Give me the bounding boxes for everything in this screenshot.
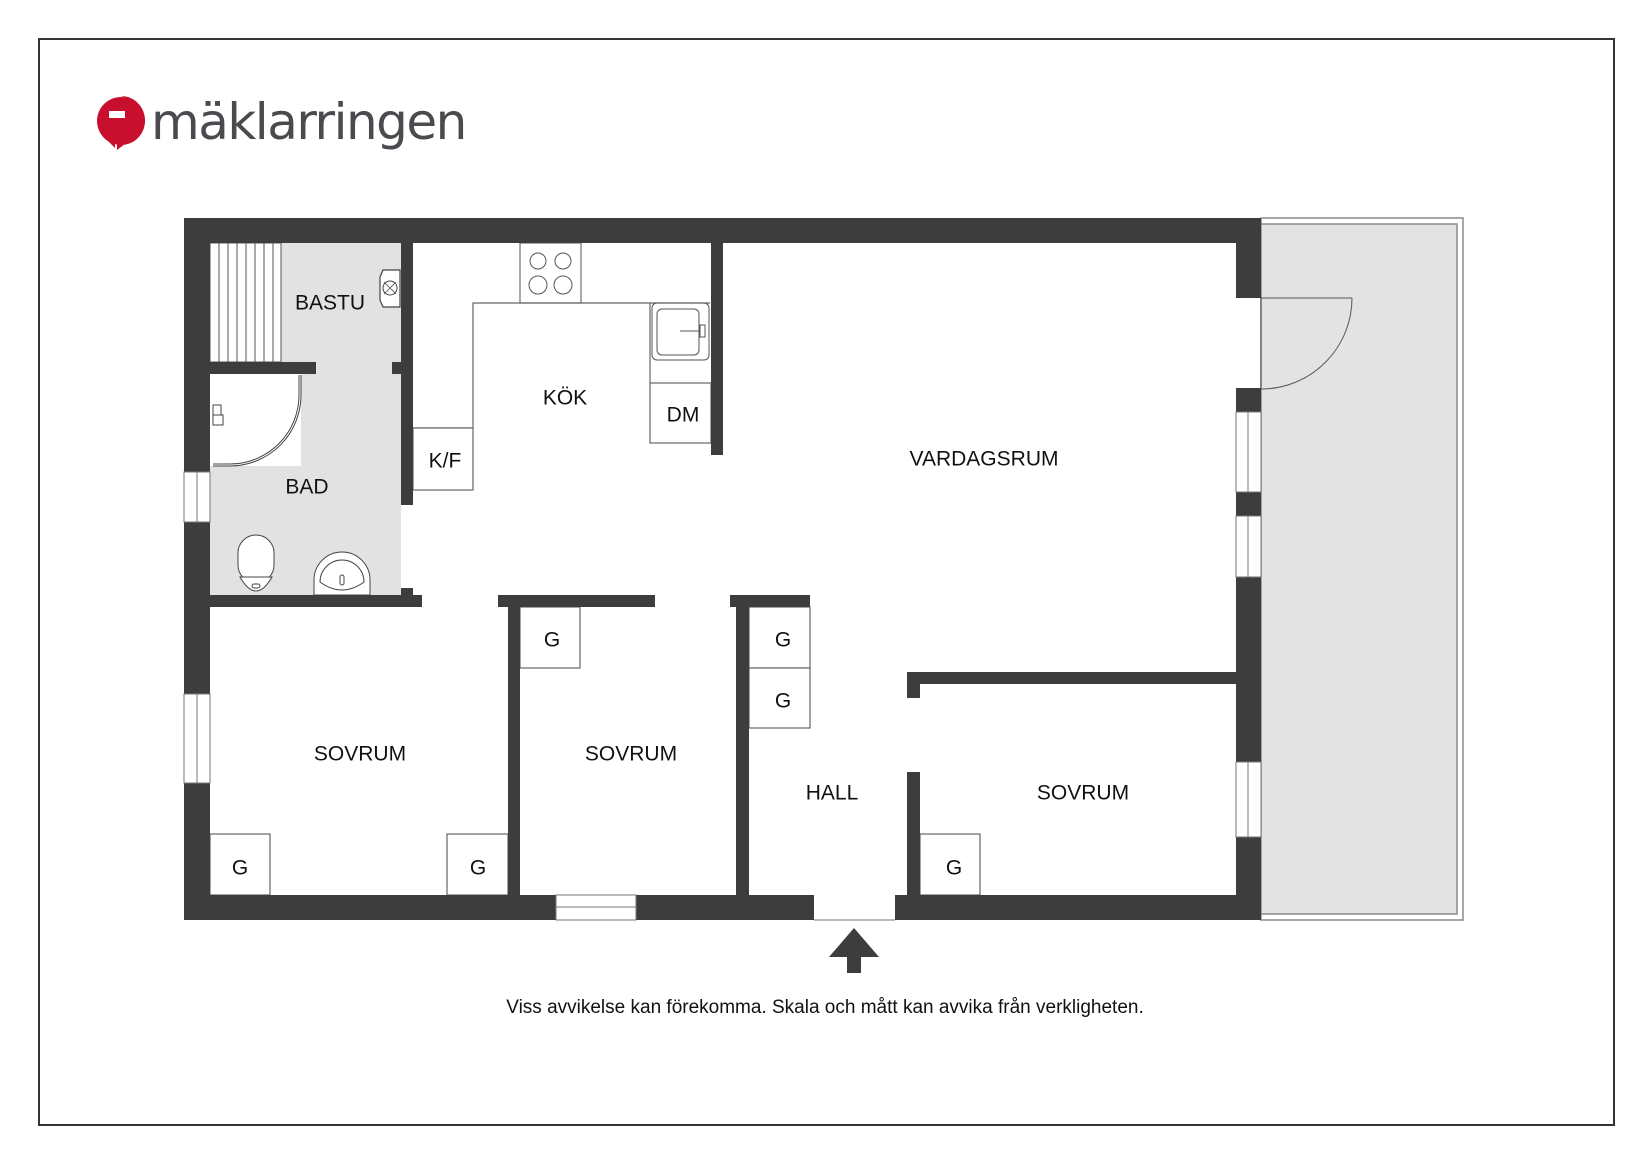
room-label-sovrum-2: SOVRUM (585, 743, 677, 766)
brand-name: mäklarringen (151, 93, 467, 151)
closet-label: G (470, 857, 486, 880)
toilet-icon (237, 534, 275, 592)
sauna-bench-icon (209, 242, 282, 363)
room-label-sovrum-1: SOVRUM (314, 743, 406, 766)
closet-label: G (775, 690, 791, 713)
room-label-bad: BAD (285, 476, 328, 499)
closet-label: G (946, 857, 962, 880)
closets (209, 606, 981, 896)
balcony (1260, 217, 1464, 921)
door-swing-icon (1260, 297, 1353, 390)
room-label-bastu: BASTU (295, 292, 365, 315)
sink-icon (651, 302, 710, 361)
room-label-hall: HALL (806, 782, 859, 805)
closet-label: G (775, 629, 791, 652)
washbasin-icon (313, 551, 371, 596)
closet-label: G (544, 629, 560, 652)
up-arrow-icon (829, 928, 879, 973)
room-label-kok: KÖK (543, 387, 587, 410)
room-label-sovrum-3: SOVRUM (1037, 782, 1129, 805)
brand-mark-icon (97, 96, 145, 150)
room-label-dm: DM (667, 404, 700, 427)
brand-logo: mäklarringen (95, 92, 467, 152)
disclaimer-text: Viss avvikelse kan förekomma. Skala och … (506, 997, 1144, 1018)
room-label-kf: K/F (429, 450, 462, 473)
closet-label: G (232, 857, 248, 880)
page-border (38, 38, 1615, 1126)
windows (183, 411, 1262, 921)
stove-icon (519, 242, 582, 304)
walls (184, 218, 1261, 920)
room-label-vardagsrum: VARDAGSRUM (910, 448, 1059, 471)
kitchen-counter (412, 302, 712, 491)
shower-icon (212, 375, 302, 467)
sauna-heater-icon (379, 269, 401, 308)
